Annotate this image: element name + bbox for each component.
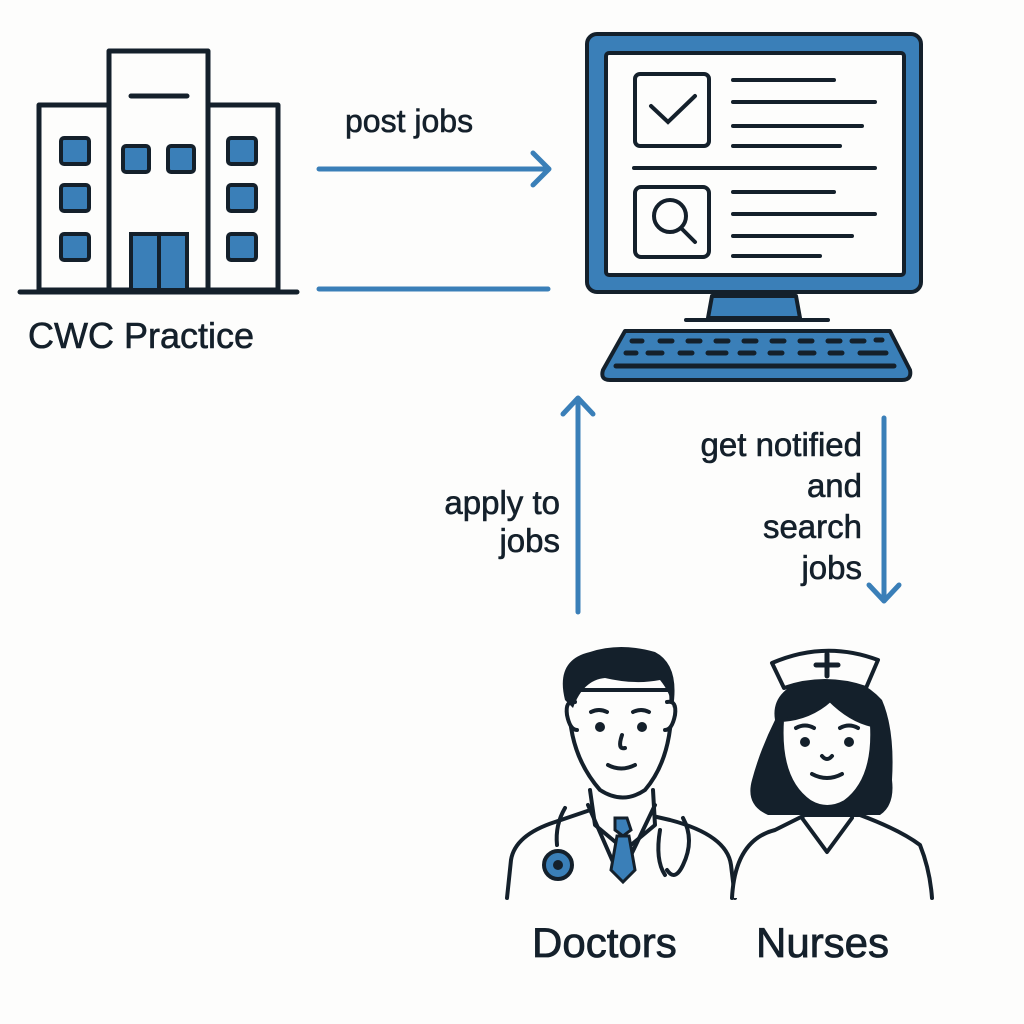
- apply-label-line1: apply to: [444, 484, 560, 522]
- notify-label-line4: jobs: [801, 549, 862, 587]
- nurse-icon: [730, 648, 934, 900]
- apply-label: apply to jobs: [400, 484, 560, 560]
- practice-label: CWC Practice: [28, 315, 255, 356]
- doctors-label: Doctors: [532, 919, 678, 966]
- notify-label-line1: get notified: [700, 426, 862, 464]
- apply-label-line2: jobs: [499, 522, 560, 560]
- post-jobs-label: post jobs: [345, 103, 474, 139]
- computer-icon: [585, 32, 923, 382]
- notify-label-line3: search: [762, 508, 863, 546]
- nurses-label: Nurses: [756, 919, 890, 966]
- building-icon: [17, 48, 300, 295]
- notify-label: get notified and search jobs: [620, 424, 862, 588]
- doctor-icon: [505, 647, 737, 900]
- notify-label-line2: and: [806, 467, 863, 505]
